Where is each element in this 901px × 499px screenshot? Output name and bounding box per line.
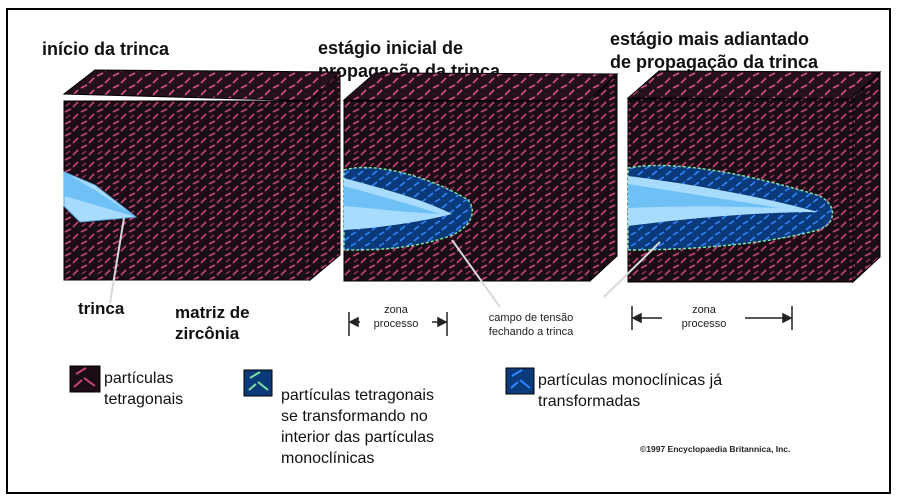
copyright-credit: ©1997 Encyclopaedia Britannica, Inc. [640,444,791,454]
block-1 [62,69,342,304]
legend-label-tetragonal: partículas tetragonais [104,370,184,408]
label-matrix: matriz de zircônia [175,303,250,343]
legend-swatch-transforming [243,369,273,397]
label-process-zone-2: zona processo [373,304,419,330]
legend-swatch-monoclinic [505,367,535,395]
stage-title-3: estágio mais adiantado de propagação da … [610,29,819,72]
legend-label-monoclinic: partículas monoclínicas já transformadas [538,372,723,410]
legend-label-transforming: partículas tetragonais se transformando … [281,387,434,467]
label-process-zone-3: zona processo [681,304,727,330]
process-zone-arrow-2 [348,312,448,336]
label-crack: trinca [78,299,125,318]
label-stress-field: campo de tensão fechando a trinca [488,312,574,338]
stage-title-1: início da trinca [42,39,170,59]
block-3 [603,70,882,298]
process-zone-arrow-3 [631,306,793,330]
block-2 [342,72,619,308]
legend-swatch-tetragonal [69,365,101,393]
